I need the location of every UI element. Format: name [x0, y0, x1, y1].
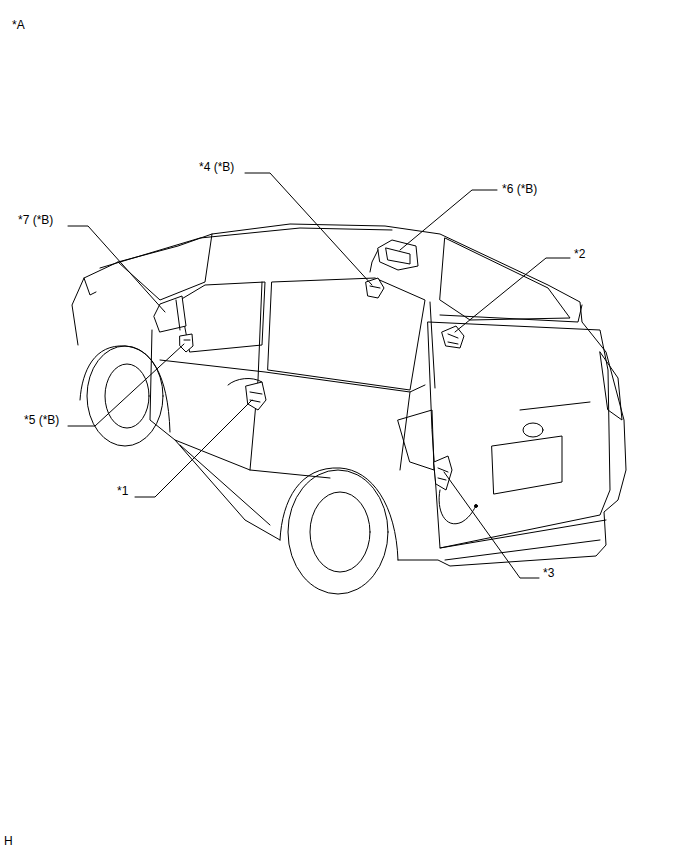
- callout-number: *7 (*B): [18, 213, 53, 227]
- callout-number: *A: [12, 18, 25, 32]
- callout-number: *3: [543, 566, 554, 580]
- callout-number: H: [4, 834, 13, 848]
- callout-number: *6 (*B): [502, 182, 537, 196]
- callout-number: *2: [574, 247, 585, 261]
- callout-number: *1: [117, 484, 128, 498]
- callout-number: *4 (*B): [199, 160, 234, 174]
- callout-number: *5 (*B): [24, 413, 59, 427]
